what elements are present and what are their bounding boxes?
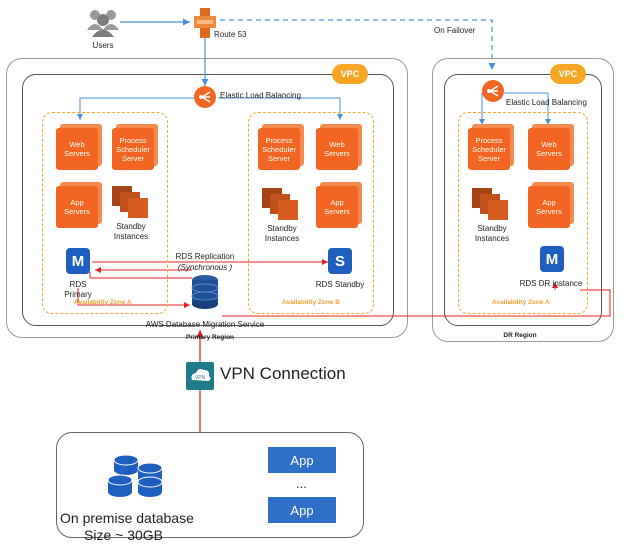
vpc-primary-badge: VPC <box>332 64 368 84</box>
az-dr-label: Availability Zone A <box>492 299 550 306</box>
standby-instances-b-icon <box>262 188 300 222</box>
failover-dashed-line <box>220 19 496 70</box>
dr-elb-right-line <box>504 92 551 125</box>
primary-to-dms-line <box>77 288 190 308</box>
dms-to-dr-line <box>222 289 611 317</box>
availability-zone-a <box>42 112 168 314</box>
vpn-connection-label: VPN Connection <box>220 364 346 383</box>
app-servers-dr: App Servers <box>528 186 570 228</box>
on-premise-label: On premise database <box>60 510 194 526</box>
rds-standby-label: RDS Standby <box>315 280 365 289</box>
availability-zone-b <box>248 112 374 314</box>
web-servers-dr: Web Servers <box>528 128 570 170</box>
size-label: Size ~ 30GB <box>84 527 163 543</box>
synchronous-label: (Synchronous ) <box>177 263 233 272</box>
users-label: Users <box>92 41 114 50</box>
web-servers-b: Web Servers <box>316 128 358 170</box>
dms-label: AWS Database Migration Service <box>145 320 265 329</box>
rds-standby-icon: S <box>328 248 352 274</box>
on-failover-label: On Failover <box>434 26 476 35</box>
web-servers-a: Web Servers <box>56 128 98 170</box>
az-b-label: Availability Zone B <box>282 299 340 306</box>
route53-icon <box>194 8 216 38</box>
app-box-2: App <box>268 497 336 523</box>
app-ellipsis: ... <box>296 476 307 491</box>
rds-dr-icon: M <box>540 246 564 272</box>
standby-instances-dr-label: Standby Instances <box>474 224 510 243</box>
availability-zone-dr <box>458 112 588 314</box>
elb-dr-icon <box>482 80 504 102</box>
rds-primary-icon: M <box>66 248 90 274</box>
dr-region-label: DR Region <box>503 332 537 339</box>
process-scheduler-a: Process Scheduler Server <box>112 128 154 170</box>
vpn-cloud-icon: VPN <box>186 362 214 390</box>
az-a-label: Availability Zone A <box>74 299 132 306</box>
svg-text:VPN: VPN <box>195 375 206 381</box>
users-icon <box>86 6 120 38</box>
standby-instances-a-icon <box>112 186 150 220</box>
dms-to-primary-line <box>89 272 192 279</box>
elb-dr-label: Elastic Load Balancing <box>506 98 587 107</box>
standby-instances-b-label: Standby Instances <box>264 224 300 243</box>
standby-instances-a-label: Standby Instances <box>113 222 149 241</box>
dms-icon <box>190 274 220 310</box>
elb-primary-icon <box>194 86 216 108</box>
process-scheduler-dr: Process Scheduler Server <box>468 128 510 170</box>
rds-dr-label: RDS DR instance <box>519 279 583 288</box>
app-servers-b: App Servers <box>316 186 358 228</box>
rds-primary-label: RDS Primary <box>64 280 92 299</box>
primary-region-label: Primary Region <box>185 334 235 341</box>
vpc-dr-badge: VPC <box>550 64 586 84</box>
standby-instances-dr-icon <box>472 188 510 222</box>
elb-primary-label: Elastic Load Balancing <box>220 91 301 100</box>
process-scheduler-b: Process Scheduler Server <box>258 128 300 170</box>
on-premise-database-icon <box>106 454 170 504</box>
rds-replication-label: RDS Replication <box>175 252 235 261</box>
app-box-1: App <box>268 447 336 473</box>
route53-label: Route 53 <box>214 30 247 39</box>
app-servers-a: App Servers <box>56 186 98 228</box>
